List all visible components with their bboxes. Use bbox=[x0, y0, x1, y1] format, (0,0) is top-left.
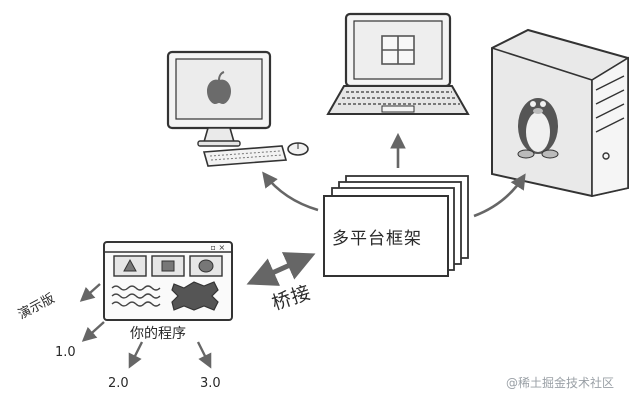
program-window: _ ▫ × bbox=[103, 241, 233, 321]
wavy-lines bbox=[111, 285, 161, 307]
keyboard bbox=[202, 145, 288, 167]
arrow-to-demo bbox=[79, 283, 101, 302]
arrow-to-tower bbox=[473, 173, 526, 218]
triangle-shape-icon bbox=[123, 258, 137, 272]
bridge-double-arrow bbox=[246, 252, 316, 286]
desktop-computer bbox=[166, 50, 272, 147]
framework-label: 多平台框架 bbox=[332, 229, 422, 249]
version-1-label: 1.0 bbox=[55, 345, 76, 360]
version-2-label: 2.0 bbox=[108, 376, 129, 391]
arrow-to-v2 bbox=[128, 341, 144, 369]
laptop-computer bbox=[326, 12, 470, 115]
windows-logo-icon bbox=[381, 35, 415, 65]
square-shape-icon bbox=[161, 260, 175, 272]
arrows bbox=[79, 132, 526, 369]
window-controls: _ ▫ × bbox=[203, 243, 225, 252]
circle-shape-icon bbox=[198, 259, 214, 273]
tower-computer bbox=[491, 28, 629, 198]
puzzle-shape bbox=[171, 281, 219, 311]
version-3-label: 3.0 bbox=[200, 376, 221, 391]
framework-stack bbox=[323, 175, 469, 277]
tux-penguin-icon bbox=[517, 98, 559, 159]
arrow-to-desktop bbox=[262, 171, 319, 212]
apple-logo-icon bbox=[207, 71, 231, 104]
watermark: @稀土掘金技术社区 bbox=[506, 376, 615, 390]
program-label: 你的程序 bbox=[130, 326, 186, 342]
arrow-to-v1 bbox=[81, 321, 105, 342]
mouse bbox=[287, 142, 309, 156]
arrow-to-v3 bbox=[196, 341, 212, 369]
